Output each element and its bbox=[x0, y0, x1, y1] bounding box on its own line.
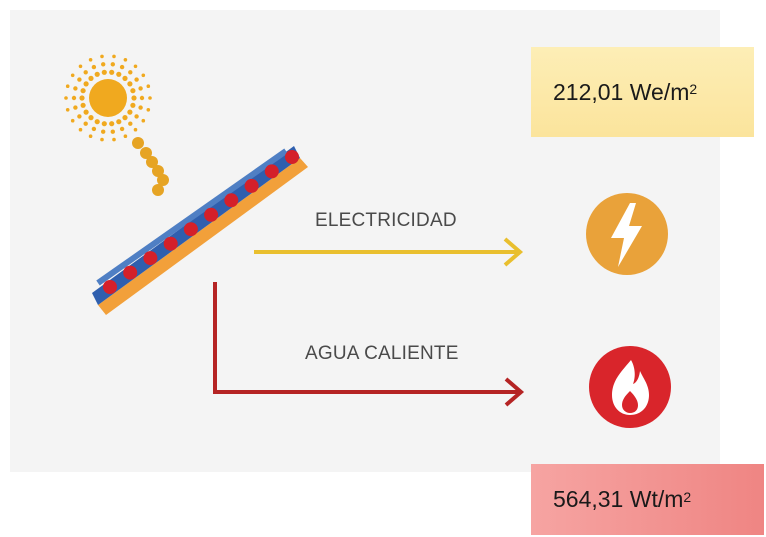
panel-tube bbox=[103, 280, 117, 294]
sun-ray-dot bbox=[65, 84, 70, 88]
pvt-panel bbox=[92, 146, 308, 315]
sun-ray-dot bbox=[112, 54, 116, 59]
sun-ray-dot bbox=[83, 70, 88, 75]
panel-tube bbox=[183, 222, 198, 237]
hot-water-arrow bbox=[213, 282, 525, 407]
sun-ray-dot bbox=[65, 108, 70, 112]
sun-ray-dot bbox=[109, 69, 115, 75]
sun-ray-dot bbox=[141, 73, 146, 78]
sun-ray-dot bbox=[78, 64, 83, 69]
sun-ray-dot bbox=[116, 119, 122, 125]
sun-ray-dot bbox=[71, 95, 77, 101]
sun-ray-dot bbox=[100, 54, 104, 59]
sun-ray-dot bbox=[146, 84, 151, 88]
sun-ray-dot bbox=[134, 77, 139, 82]
sun-ray-dot bbox=[91, 126, 97, 132]
sun-ray-dot bbox=[83, 81, 89, 87]
sun-ray-dot bbox=[100, 137, 104, 142]
sun-ray-dot bbox=[94, 119, 100, 125]
sun-ray-dot bbox=[83, 121, 88, 126]
panel-tube bbox=[264, 164, 279, 179]
panel-tube bbox=[163, 236, 178, 251]
sun-ray-dot bbox=[138, 105, 143, 110]
sun-ray-dot bbox=[119, 64, 125, 70]
sunbeam bbox=[132, 137, 169, 196]
sun-ray-dot bbox=[78, 127, 83, 132]
sun-ray-dot bbox=[141, 118, 146, 123]
sun-ray-dot bbox=[119, 126, 125, 132]
electricity-label: ELECTRICIDAD bbox=[315, 210, 457, 231]
sun-ray-dot bbox=[122, 75, 128, 81]
sun-ray-dot bbox=[73, 105, 78, 110]
sun-ray-dot bbox=[131, 95, 137, 101]
sun-ray-dot bbox=[83, 109, 89, 115]
sun-ray-dot bbox=[123, 134, 128, 138]
sun-ray-dot bbox=[88, 134, 93, 138]
sun-ray-dot bbox=[94, 71, 100, 77]
electricity-arrow bbox=[254, 237, 524, 267]
sun-ray-dot bbox=[148, 96, 152, 100]
sun-ray-dot bbox=[130, 102, 136, 108]
sun-ray-dot bbox=[80, 88, 86, 94]
electric-output-value: 212,01 We/m bbox=[553, 78, 690, 105]
sun-ray-dot bbox=[110, 62, 115, 67]
sun-ray-dot bbox=[101, 129, 106, 134]
panel-tube bbox=[244, 178, 259, 193]
panel-tube bbox=[224, 193, 239, 208]
sun-ray-dot bbox=[133, 127, 138, 132]
sun-ray-dot bbox=[88, 75, 94, 81]
electric-output-exponent: 2 bbox=[689, 81, 698, 97]
sun-ray-dot bbox=[77, 77, 82, 82]
panel-tube bbox=[123, 265, 138, 280]
sun-ray-dot bbox=[109, 121, 115, 127]
sun-ray-dot bbox=[128, 70, 133, 75]
sun-ray-dot bbox=[101, 62, 106, 67]
hot-water-label: AGUA CALIENTE bbox=[305, 343, 459, 364]
sun-ray-dot bbox=[139, 95, 145, 101]
sun-ray-dot bbox=[110, 129, 115, 134]
sun-icon bbox=[64, 54, 152, 142]
sun-ray-dot bbox=[127, 109, 133, 115]
panel-tube bbox=[204, 207, 219, 222]
sun-ray-dot bbox=[112, 137, 116, 142]
thermal-output-exponent: 2 bbox=[683, 488, 692, 505]
sun-ray-dot bbox=[134, 114, 139, 119]
thermal-output-value: 564,31 Wt/m bbox=[553, 486, 684, 512]
flame-icon bbox=[589, 346, 671, 428]
sun-ray-dot bbox=[122, 115, 128, 121]
sun-ray-dot bbox=[77, 114, 82, 119]
sun-ray-dot bbox=[70, 73, 75, 78]
sun-ray-dot bbox=[64, 96, 68, 100]
sun-ray-dot bbox=[80, 102, 86, 108]
sun-ray-dot bbox=[91, 64, 97, 70]
sun-ray-dot bbox=[130, 88, 136, 94]
sun-ray-dot bbox=[146, 108, 151, 112]
sun-ray-dot bbox=[127, 81, 133, 87]
sun-ray-dot bbox=[79, 95, 85, 101]
sun-ray-dot bbox=[138, 86, 143, 91]
sun-ray-dot bbox=[116, 71, 122, 77]
sun-ray-dot bbox=[88, 115, 94, 121]
sun-ray-dot bbox=[133, 64, 138, 69]
panel-tube bbox=[143, 251, 158, 266]
lightning-bolt-icon bbox=[586, 193, 668, 275]
sun-ray-dot bbox=[70, 118, 75, 123]
sun-ray-dot bbox=[88, 58, 93, 62]
sun-ray-dot bbox=[101, 69, 107, 75]
panel-tube bbox=[285, 150, 299, 164]
sun-ray-dot bbox=[101, 121, 107, 127]
sun-ray-dot bbox=[73, 86, 78, 91]
sun-ray-dot bbox=[128, 121, 133, 126]
sun-ray-dot bbox=[123, 58, 128, 62]
